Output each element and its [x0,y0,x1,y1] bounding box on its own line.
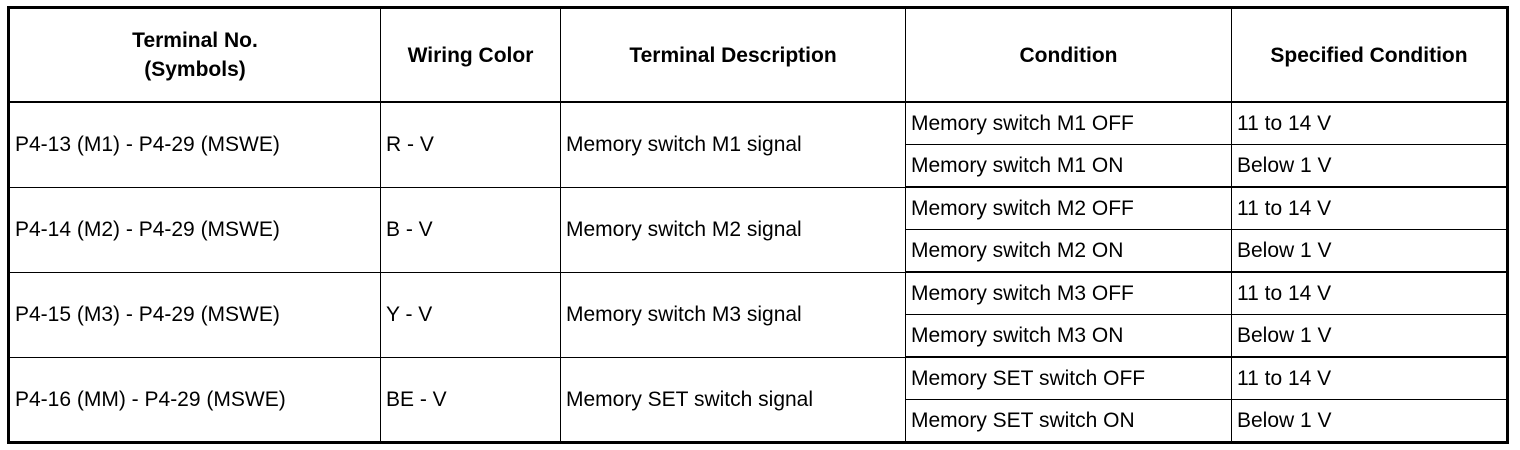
condition-cell: Memory switch M1 OFF [905,101,1232,145]
header-terminal-no-line1: Terminal No. [132,29,258,52]
specified-condition-cell: Below 1 V [1231,229,1508,273]
specified-condition-cell: 11 to 14 V [1231,186,1508,230]
wiring-color-cell: R - V [380,101,561,188]
description-cell: Memory switch M3 signal [560,271,906,358]
description-cell: Memory switch M2 signal [560,186,906,273]
table-row: Memory switch M1 ON Below 1 V [9,144,1508,188]
specified-condition-cell: 11 to 14 V [1231,271,1508,315]
table-row: Memory switch M2 ON Below 1 V [9,229,1508,273]
terminal-cell: P4-16 (MM) - P4-29 (MSWE) [8,356,381,443]
wiring-color-cell: Y - V [380,271,561,358]
terminal-cell: P4-14 (M2) - P4-29 (MSWE) [8,186,381,273]
header-terminal-description: Terminal Description [560,7,906,103]
description-cell: Memory SET switch signal [560,356,906,443]
terminal-cell: P4-13 (M1) - P4-29 (MSWE) [8,101,381,188]
table-row: P4-15 (M3) - P4-29 (MSWE) Y - V Memory s… [8,271,1508,358]
condition-cell: Memory switch M1 ON [905,144,1232,188]
header-terminal-no-line2: (Symbols) [144,58,246,81]
condition-cell: Memory switch M2 ON [905,229,1232,273]
condition-cell: Memory switch M3 OFF [905,271,1232,315]
header-row: Terminal No. (Symbols) Wiring Color Term… [8,7,1508,103]
terminal-cell: P4-15 (M3) - P4-29 (MSWE) [8,271,381,358]
table-row: P4-14 (M2) - P4-29 (MSWE) B - V Memory s… [8,186,1508,273]
condition-cell: Memory SET switch ON [905,399,1232,443]
header-specified-condition: Specified Condition [1231,7,1508,103]
condition-cell: Memory SET switch OFF [905,356,1232,400]
description-cell: Memory switch M1 signal [560,101,906,188]
wiring-color-cell: B - V [380,186,561,273]
table-row: P4-16 (MM) - P4-29 (MSWE) BE - V Memory … [8,356,1508,443]
header-wiring-color: Wiring Color [380,7,561,103]
header-terminal-no: Terminal No. (Symbols) [8,7,381,103]
specified-condition-cell: Below 1 V [1231,144,1508,188]
header-condition: Condition [905,7,1232,103]
terminal-spec-table: Terminal No. (Symbols) Wiring Color Term… [7,6,1509,444]
table-row: P4-13 (M1) - P4-29 (MSWE) R - V Memory s… [8,101,1508,188]
specified-condition-cell: Below 1 V [1231,314,1508,358]
specified-condition-cell: 11 to 14 V [1231,356,1508,400]
condition-cell: Memory switch M2 OFF [905,186,1232,230]
specified-condition-cell: Below 1 V [1231,399,1508,443]
specified-condition-cell: 11 to 14 V [1231,101,1508,145]
table-row: Memory switch M3 ON Below 1 V [9,314,1508,358]
wiring-color-cell: BE - V [380,356,561,443]
table-row: Memory SET switch ON Below 1 V [9,399,1508,443]
condition-cell: Memory switch M3 ON [905,314,1232,358]
